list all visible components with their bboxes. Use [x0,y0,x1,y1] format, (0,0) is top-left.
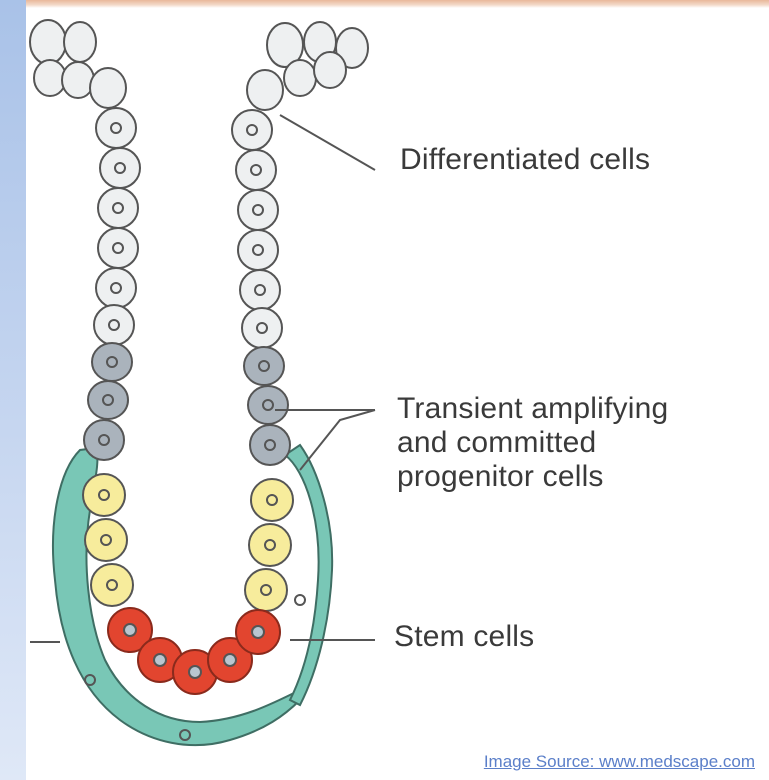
cell [98,188,138,228]
cell [85,519,127,561]
transient-cells [84,343,290,465]
cell [96,268,136,308]
label-stem-cells: Stem cells [394,620,534,654]
differentiated-cells-left [30,20,140,345]
cell [83,474,125,516]
cell [248,386,288,424]
cell [88,381,128,419]
nucleus [154,654,166,666]
cell [240,270,280,310]
cell [98,228,138,268]
nucleus [295,595,305,605]
cell [251,479,293,521]
cell [284,60,316,96]
cell [94,305,134,345]
cell [247,70,283,110]
label-differentiated-cells: Differentiated cells [400,143,650,177]
leader-transient-2 [300,410,375,470]
cell [245,569,287,611]
cell [62,62,94,98]
cell [92,343,132,381]
cell [249,524,291,566]
cell [30,20,66,64]
cell [100,148,140,188]
nucleus [224,654,236,666]
leader-differentiated [280,115,375,170]
label-transient-line-2: and committed [397,426,767,460]
label-transient-line-1: Transient amplifying [397,392,767,426]
nucleus [124,624,136,636]
cell [91,564,133,606]
cell [84,420,124,460]
cell [90,68,126,108]
cell [314,52,346,88]
image-source-link[interactable]: Image Source: www.medscape.com [484,752,755,772]
cell [64,22,96,62]
stem-cells [108,608,280,694]
cell [96,108,136,148]
cell [238,190,278,230]
niche-outline-right [285,445,332,705]
nucleus [189,666,201,678]
cell [244,347,284,385]
cell [236,150,276,190]
differentiated-cells-right [232,22,368,348]
cell [250,425,290,465]
label-transient-line-3: progenitor cells [397,460,767,494]
label-transient-cells: Transient amplifying and committed proge… [397,392,767,494]
cell [238,230,278,270]
cell [242,308,282,348]
cell [232,110,272,150]
nucleus [252,626,264,638]
